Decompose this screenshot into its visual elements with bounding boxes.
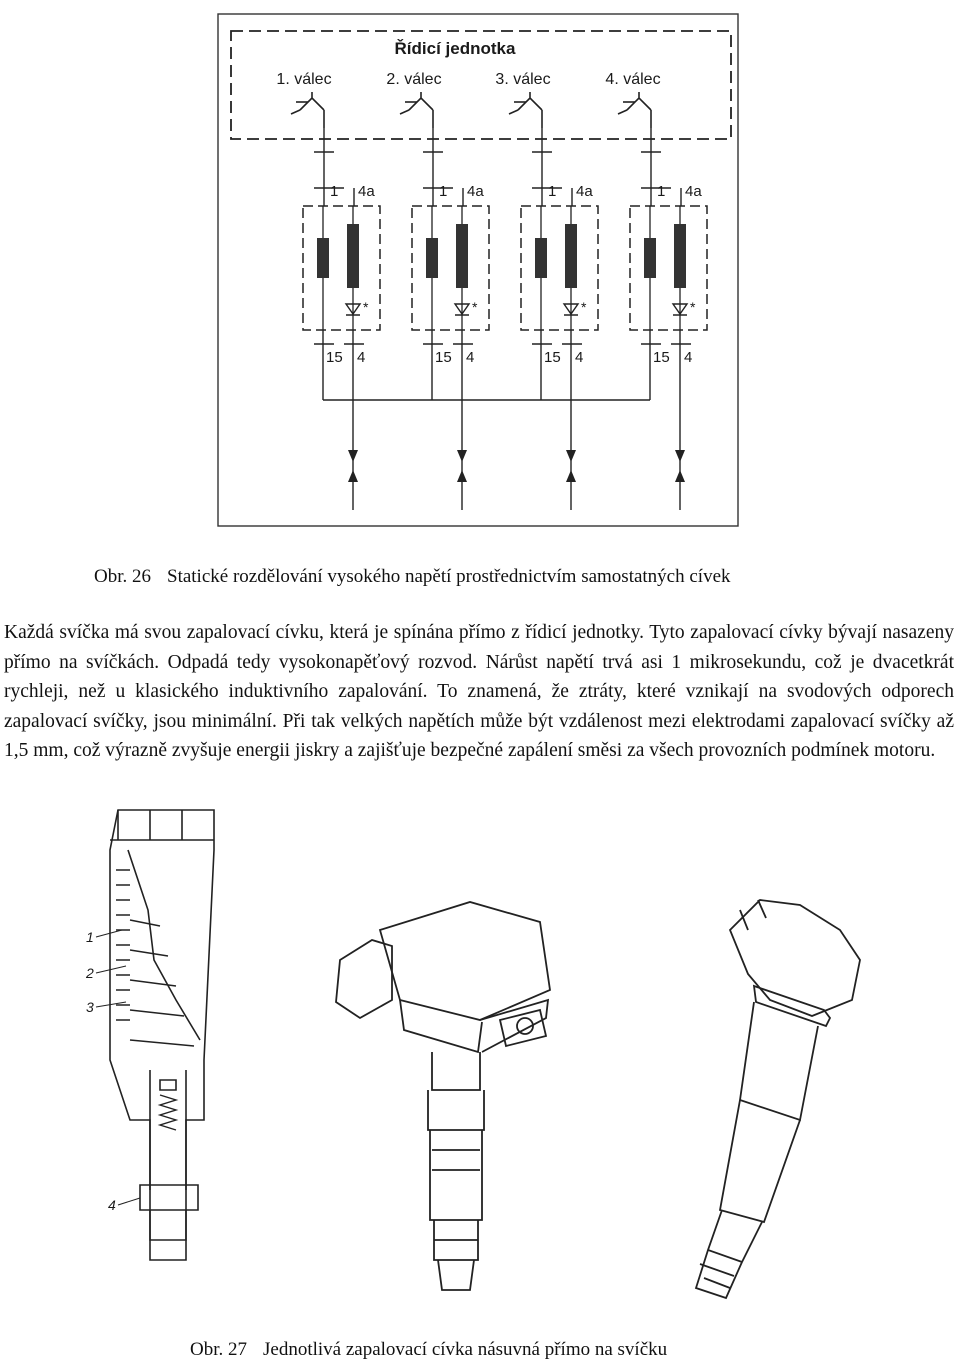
coil-3-primary bbox=[535, 238, 547, 278]
transistor-2-icon bbox=[399, 92, 434, 128]
coil-4-secondary bbox=[674, 224, 686, 288]
coil-1-primary bbox=[317, 238, 329, 278]
diode-4-mark: * bbox=[690, 299, 696, 315]
coil-box-3 bbox=[520, 205, 599, 331]
c1-term-in: 1 bbox=[330, 183, 338, 200]
body-paragraph: Každá svíčka má svou zapalovací cívku, k… bbox=[4, 622, 954, 761]
figure-27-caption: Obr. 27 Jednotlivá zapalovací cívka násuv… bbox=[190, 1339, 667, 1361]
diode-1-icon bbox=[344, 303, 362, 316]
c2-term-in: 1 bbox=[439, 183, 447, 200]
coil-plug-top-middle bbox=[335, 901, 551, 1291]
diode-2-icon bbox=[453, 303, 471, 316]
figure-26-title: Statické rozdělování vysokého napětí pro… bbox=[167, 566, 731, 587]
control-unit-box bbox=[230, 30, 732, 140]
ignition-schematic: Řídicí jednotka 1. válec 2. válec 3. vál… bbox=[217, 13, 739, 527]
cylinder-4-label: 4. válec bbox=[605, 71, 660, 88]
c4-term-in: 1 bbox=[657, 183, 665, 200]
coil-2-primary bbox=[426, 238, 438, 278]
c4-term-b2: 4 bbox=[684, 349, 692, 366]
figure-26-caption: Obr. 26 Statické rozdělování vysokého nap… bbox=[94, 566, 731, 588]
coil-box-4 bbox=[629, 205, 708, 331]
control-unit-label: Řídicí jednotka bbox=[395, 39, 516, 58]
figure-27-number: Obr. 27 bbox=[190, 1339, 247, 1360]
c4-term-out: 4a bbox=[685, 183, 702, 200]
schematic-frame bbox=[217, 13, 739, 527]
c2-term-out: 4a bbox=[467, 183, 484, 200]
coil-1-secondary bbox=[347, 224, 359, 288]
transistor-3-icon bbox=[508, 92, 543, 128]
figure-26-number: Obr. 26 bbox=[94, 566, 151, 587]
spark-gap-4-icon bbox=[675, 450, 685, 482]
c3-term-b2: 4 bbox=[575, 349, 583, 366]
c3-term-out: 4a bbox=[576, 183, 593, 200]
c1-term-b2: 4 bbox=[357, 349, 365, 366]
transistor-1-icon bbox=[290, 92, 325, 128]
c2-term-b2: 4 bbox=[466, 349, 474, 366]
callout-3: 3 bbox=[86, 999, 94, 1015]
transistor-4-icon bbox=[617, 92, 652, 128]
callout-4: 4 bbox=[108, 1197, 116, 1213]
c3-term-in: 1 bbox=[548, 183, 556, 200]
coil-2-secondary bbox=[456, 224, 468, 288]
c1-term-out: 4a bbox=[358, 183, 375, 200]
common-bus-line bbox=[322, 330, 651, 401]
coil-4-primary bbox=[644, 238, 656, 278]
spark-gap-2-icon bbox=[457, 450, 467, 482]
coil-3-secondary bbox=[565, 224, 577, 288]
c1-term-b1: 15 bbox=[326, 349, 343, 366]
c3-term-b1: 15 bbox=[544, 349, 561, 366]
diode-2-mark: * bbox=[472, 299, 478, 315]
c4-term-b1: 15 bbox=[653, 349, 670, 366]
diode-4-icon bbox=[671, 303, 689, 316]
spark-gap-1-icon bbox=[348, 450, 358, 482]
cylinder-3-label: 3. válec bbox=[495, 71, 550, 88]
cross-section-spring-icon bbox=[157, 1094, 179, 1131]
callout-2: 2 bbox=[85, 965, 94, 981]
diode-3-icon bbox=[562, 303, 580, 316]
diode-3-mark: * bbox=[581, 299, 587, 315]
coil-box-1 bbox=[302, 205, 381, 331]
coil-illustrations: 1 2 3 4 bbox=[85, 809, 861, 1300]
c2-term-b1: 15 bbox=[435, 349, 452, 366]
cylinder-2-label: 2. válec bbox=[386, 71, 441, 88]
diode-1-mark: * bbox=[363, 299, 369, 315]
figure-27-title: Jednotlivá zapalovací cívka násuvná přím… bbox=[263, 1339, 668, 1360]
coil-box-2 bbox=[411, 205, 490, 331]
cylinder-1-label: 1. válec bbox=[276, 71, 331, 88]
coil-cross-section bbox=[109, 809, 215, 1261]
spark-gap-3-icon bbox=[566, 450, 576, 482]
callout-1: 1 bbox=[86, 929, 94, 945]
coil-pencil-right bbox=[694, 899, 861, 1300]
